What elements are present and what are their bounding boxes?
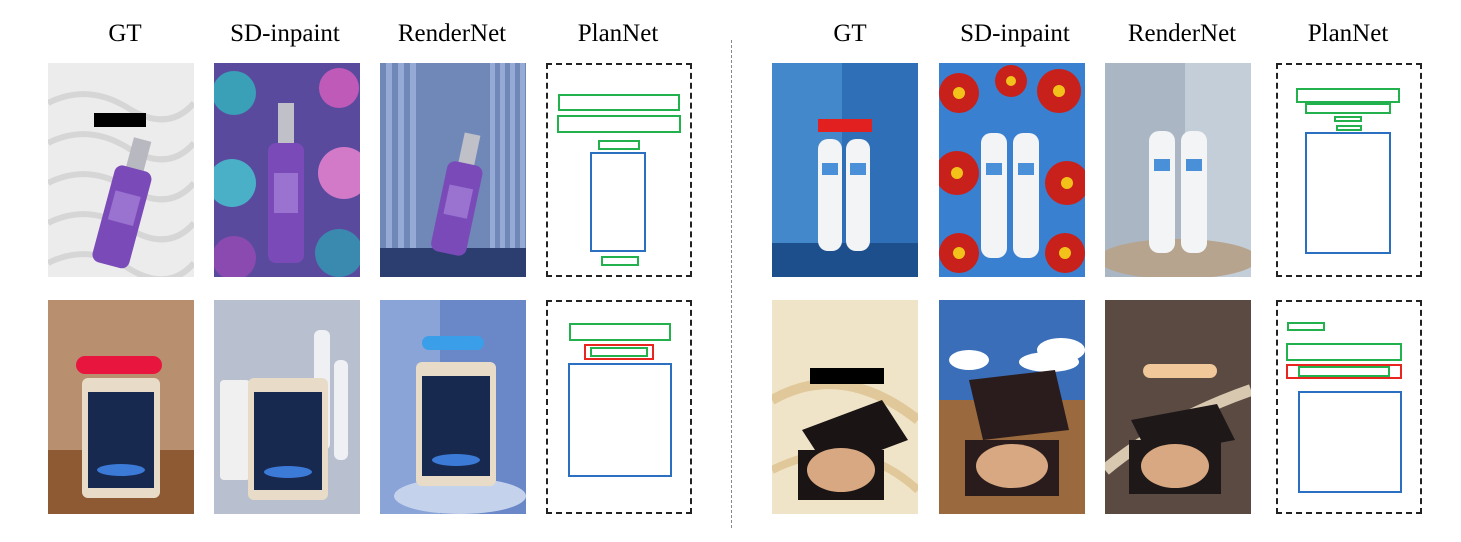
header-rendernet-right: RenderNet — [1127, 20, 1237, 47]
header-plannet-right: PlanNet — [1307, 20, 1389, 47]
layout-plan-tablet — [546, 300, 692, 514]
serum-bottle-photo-white-waves — [48, 63, 194, 277]
header-sd-inpaint-right: SD-inpaint — [960, 20, 1070, 47]
spray-bottles-photo-grey — [1105, 63, 1251, 277]
center-divider — [731, 40, 732, 528]
layout-plan-spray — [1276, 63, 1422, 277]
layout-plan-compact — [1276, 300, 1422, 514]
header-gt-left: GT — [108, 20, 142, 47]
layout-plan-serum — [546, 63, 692, 277]
compact-photo-dark-swirl — [1105, 300, 1251, 514]
header-rendernet-left: RenderNet — [397, 20, 507, 47]
spray-bottles-photo-red-flowers — [939, 63, 1085, 277]
header-plannet-left: PlanNet — [577, 20, 659, 47]
tablet-photo-wood-table — [48, 300, 194, 514]
tablet-photo-blue-pedestal — [380, 300, 526, 514]
compact-photo-cream-ribbons — [772, 300, 918, 514]
spray-bottles-photo-blue — [772, 63, 918, 277]
serum-bottle-photo-purple-flowers — [214, 63, 360, 277]
compact-photo-sky-wood — [939, 300, 1085, 514]
tablet-photo-white-bottles — [214, 300, 360, 514]
serum-bottle-photo-blue-studio — [380, 63, 526, 277]
header-sd-inpaint-left: SD-inpaint — [230, 20, 340, 47]
header-gt-right: GT — [833, 20, 867, 47]
